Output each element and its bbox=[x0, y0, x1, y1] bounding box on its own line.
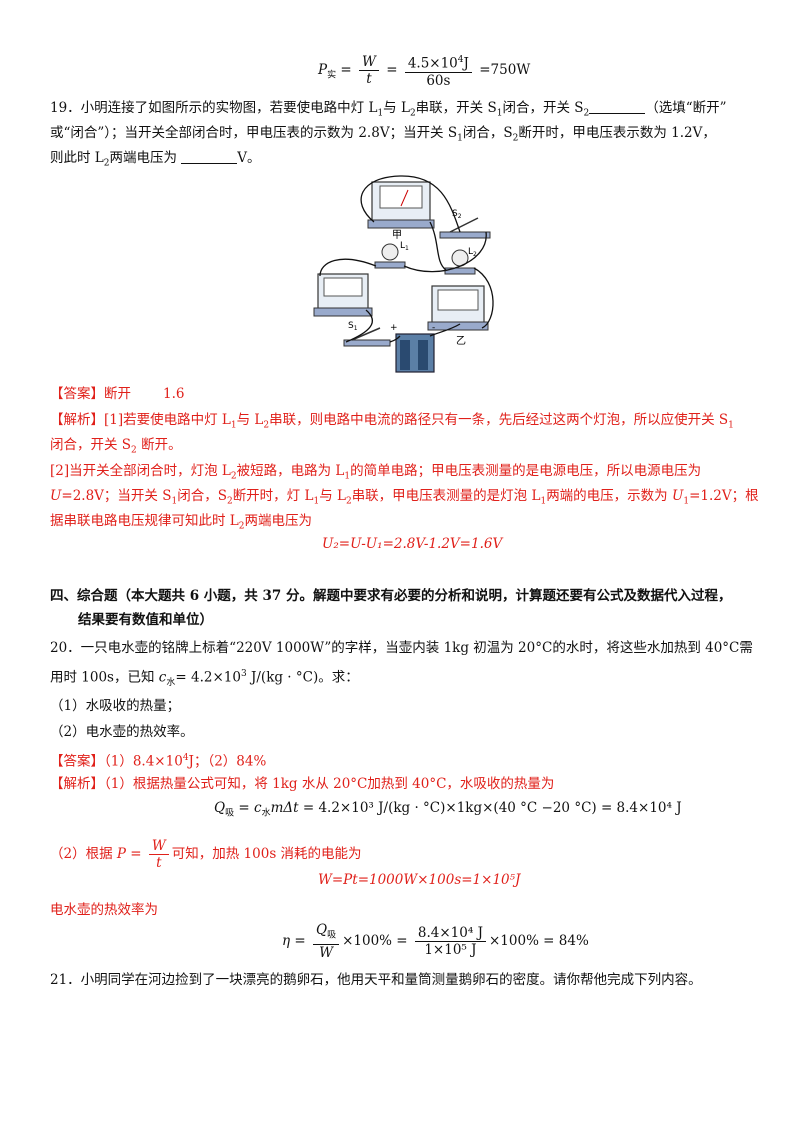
voltmeter-yi: 乙 bbox=[427, 285, 489, 347]
circuit-diagram: 甲 S2 L1 L2 乙 bbox=[313, 175, 494, 373]
q19-analysis-2: [2]当开关全部闭合时，灯泡 L2被短路，电路为 L1的简单电路；甲电压表测量的… bbox=[50, 463, 702, 482]
q19-line3: 则此时 L2两端电压为 V。 bbox=[50, 149, 261, 169]
q20-line1: 20．一只电水壶的铭牌上标着“220V 1000W”的字样，当壶内装 1kg 初… bbox=[50, 640, 753, 656]
q20-line2: 用时 100s，已知 c水= 4.2×103 J/(kg · °C)。求： bbox=[50, 669, 359, 689]
q20-analysis-3: 电水壶的热效率为 bbox=[50, 902, 158, 918]
label-l2: L2 bbox=[468, 247, 477, 258]
section4-title-1: 四、综合题（本大题共 6 小题，共 37 分。解题中要求有必要的分析和说明，计算… bbox=[50, 588, 732, 604]
q19-analysis-4: 据串联电路电压规律可知此时 L2两端电压为 bbox=[50, 513, 312, 532]
label-minus: - bbox=[432, 323, 435, 333]
switch-s1: S1 bbox=[343, 321, 391, 347]
q20-formula-q: Q吸 = c水mΔt = 4.2×10³ J/(kg · °C)×1kg×(40… bbox=[214, 800, 682, 819]
section4-title-2: 结果要有数值和单位） bbox=[78, 612, 213, 628]
answer-blank[interactable] bbox=[181, 149, 238, 164]
q20-answer: 【答案】（1）8.4×104J；（2）84% bbox=[50, 753, 267, 770]
lamp-l1: L1 bbox=[374, 241, 409, 269]
q19-line2: 或“闭合”）；当开关全部闭合时，甲电压表的示数为 2.8V；当开关 S1闭合，S… bbox=[50, 125, 716, 144]
voltmeter-jia: 甲 bbox=[367, 181, 435, 241]
q20-formula-w: W=Pt=1000W×100s=1×10⁵J bbox=[318, 872, 521, 888]
q19-line1: 19．小明连接了如图所示的实物图，若要使电路中灯 L1与 L2串联，开关 S1闭… bbox=[50, 99, 727, 119]
label-s2: S2 bbox=[452, 209, 462, 220]
label-plus: + bbox=[390, 323, 398, 333]
q19-analysis-1b: 闭合，开关 S2 断开。 bbox=[50, 437, 182, 456]
lamp-l2: L2 bbox=[444, 247, 477, 275]
switch-s2: S2 bbox=[439, 209, 491, 239]
q20-analysis-1: 【解析】（1）根据热量公式可知，将 1kg 水从 20°C加热到 40°C，水吸… bbox=[50, 776, 555, 792]
q21-line1: 21．小明同学在河边捡到了一块漂亮的鹅卵石，他用天平和量筒测量鹅卵石的密度。请你… bbox=[50, 972, 702, 988]
q20-sub2: （2）电水壶的热效率。 bbox=[50, 724, 194, 740]
label-l1: L1 bbox=[400, 241, 409, 252]
label-s1: S1 bbox=[348, 321, 358, 332]
q19-analysis-1: 【解析】[1]若要使电路中灯 L1与 L2串联，则电路中电流的路径只有一条，先后… bbox=[50, 412, 734, 431]
label-yi: 乙 bbox=[456, 335, 466, 347]
q20-sub1: （1）水吸收的热量； bbox=[50, 698, 181, 714]
battery: + - bbox=[390, 323, 435, 373]
answer-blank[interactable] bbox=[589, 99, 646, 114]
q19-analysis-3: U=2.8V；当开关 S1闭合，S2断开时，灯 L1与 L2串联，甲电压表测量的… bbox=[50, 488, 759, 507]
label-jia: 甲 bbox=[392, 230, 402, 241]
voltmeter-left bbox=[313, 273, 373, 317]
q19-formula: U₂=U-U₁=2.8V-1.2V=1.6V bbox=[322, 536, 503, 552]
wires bbox=[319, 175, 494, 343]
